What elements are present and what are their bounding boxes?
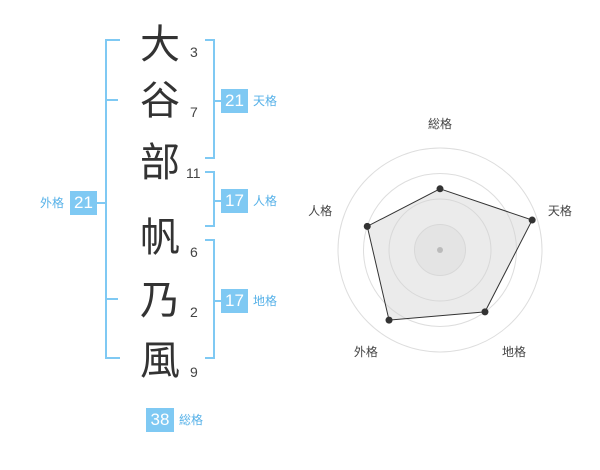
gaikaku-value: 21 <box>70 191 97 215</box>
name-char-6: 風 <box>140 338 180 384</box>
stroke-count-5: 2 <box>190 304 198 320</box>
name-char-4: 帆 <box>140 215 180 261</box>
stroke-count-1: 3 <box>190 44 198 60</box>
tenkaku-bracket <box>205 39 215 159</box>
radar-ring-4 <box>337 147 543 353</box>
stroke-count-4: 6 <box>190 244 198 260</box>
jinkaku-value: 17 <box>221 189 248 213</box>
name-char-3: 部 <box>140 140 180 186</box>
radar-point-4 <box>385 316 393 324</box>
jinkaku-label: 人格 <box>253 194 278 208</box>
soukaku-label: 総格 <box>179 413 204 427</box>
radar-axis-label-2: 天格 <box>548 203 572 218</box>
jinkaku-bracket <box>205 171 215 227</box>
radar-axis-label-1: 総格 <box>428 116 452 131</box>
tenkaku-value: 21 <box>221 89 248 113</box>
chikaku-bracket <box>205 239 215 359</box>
gaikaku-label: 外格 <box>40 196 65 210</box>
chikaku-value: 17 <box>221 289 248 313</box>
radar-axis-label-5: 人格 <box>308 203 332 218</box>
gaikaku-bracket <box>105 39 120 359</box>
radar-center <box>437 247 443 253</box>
radar-point-3 <box>481 308 489 316</box>
radar-point-5 <box>363 222 371 230</box>
stroke-count-3: 11 <box>186 165 201 181</box>
stroke-count-6: 9 <box>190 364 198 380</box>
stroke-count-2: 7 <box>190 104 198 120</box>
radar-area <box>366 188 533 321</box>
soukaku-value: 38 <box>146 408 174 432</box>
name-char-1: 大 <box>140 22 180 68</box>
chikaku-label: 地格 <box>253 294 278 308</box>
radar-axis-label-4: 外格 <box>354 344 378 359</box>
radar-point-1 <box>436 185 444 193</box>
radar-point-2 <box>528 216 536 224</box>
name-char-5: 乃 <box>140 278 180 324</box>
radar-ring-2 <box>388 198 492 302</box>
name-char-2: 谷 <box>140 78 180 124</box>
tenkaku-label: 天格 <box>253 94 278 108</box>
radar-axis-label-3: 地格 <box>502 344 526 359</box>
